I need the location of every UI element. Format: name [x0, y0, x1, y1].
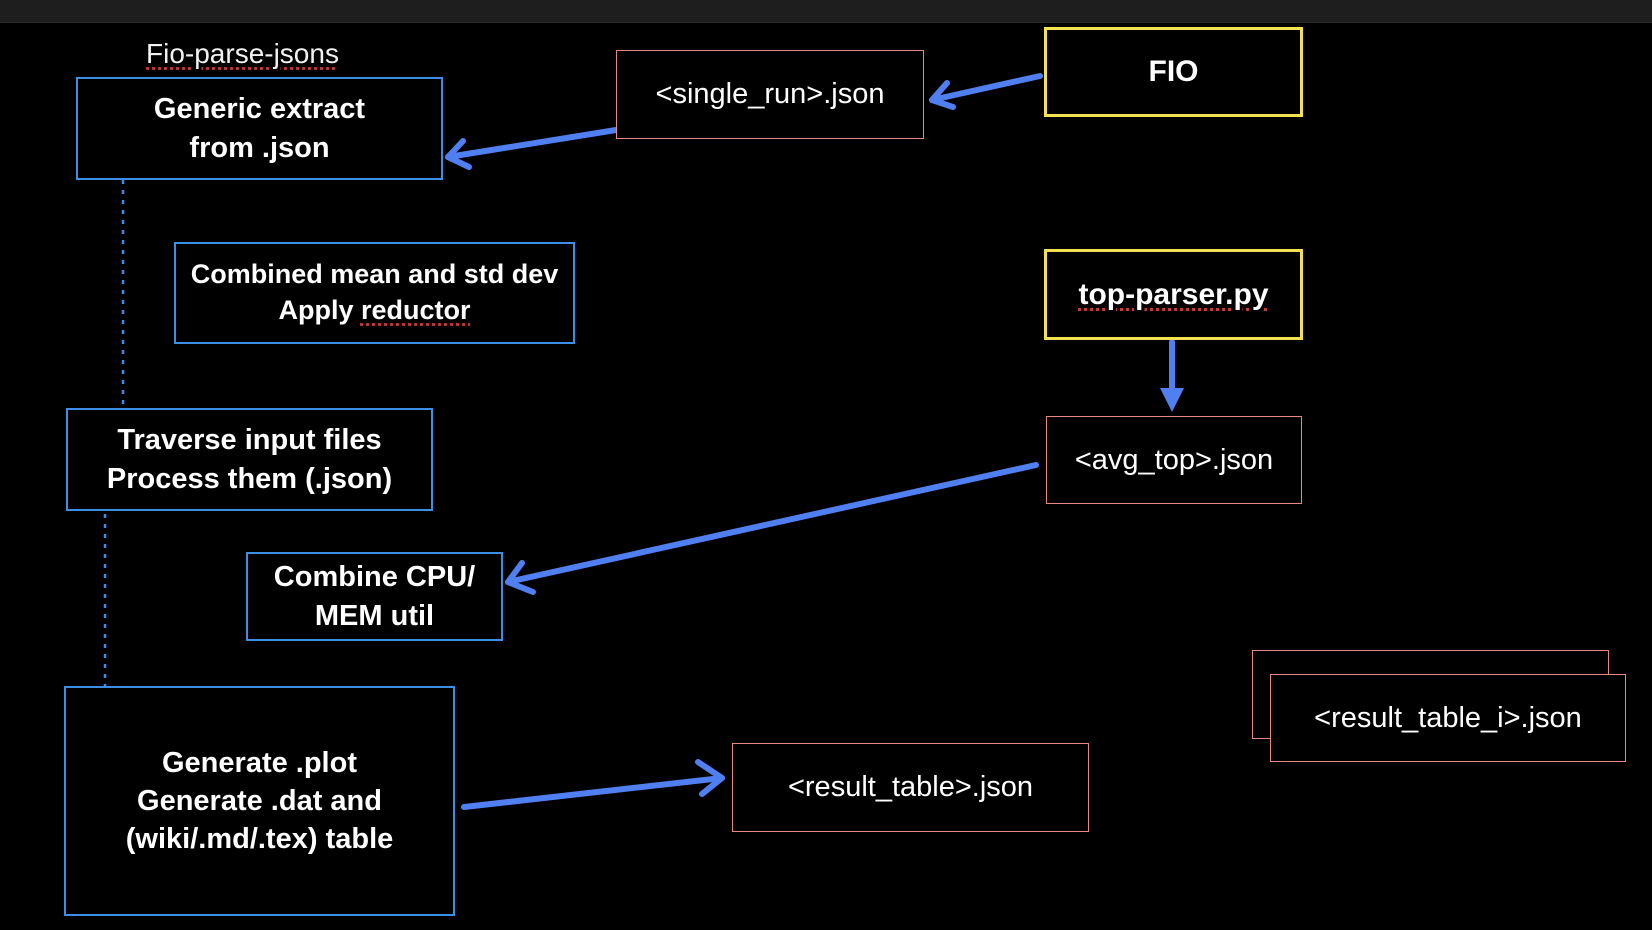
tool-fio: FIO	[1044, 27, 1303, 117]
diagram-title: Fio-parse-jsons	[146, 38, 339, 69]
node-generic-extract-line2: from .json	[189, 131, 330, 164]
node-combined-mean-line1: Combined mean and std dev	[190, 259, 559, 290]
file-single-run-label: <single_run>.json	[655, 78, 885, 111]
node-generic-extract: Generic extract from .json	[76, 77, 443, 180]
arrow-avg-top-to-combine-cpu	[505, 462, 1039, 595]
arrow-fio-to-single-run	[929, 73, 1043, 110]
file-avg-top-label: <avg_top>.json	[1074, 443, 1274, 476]
node-combine-cpu-line1: Combine CPU/	[273, 561, 476, 594]
arrowhead-top-parser-to-avg-top	[1160, 388, 1184, 412]
node-generate-output: Generate .plot Generate .dat and (wiki/.…	[64, 686, 455, 916]
node-traverse-line1: Traverse input files	[117, 424, 382, 457]
node-combine-cpu-line2: MEM util	[314, 599, 435, 632]
diagram-canvas: Fio-parse-jsons Generic extract from .js…	[0, 22, 1652, 930]
node-combined-mean: Combined mean and std dev Apply reductor	[174, 242, 575, 344]
node-traverse-input: Traverse input files Process them (.json…	[66, 408, 433, 511]
node-generate-line3: (wiki/.md/.tex) table	[125, 823, 394, 856]
node-generic-extract-line1: Generic extract	[153, 93, 366, 126]
node-combined-mean-line2: Apply reductor	[278, 295, 471, 325]
window-top-bar	[0, 0, 1652, 23]
file-single-run-json: <single_run>.json	[616, 50, 924, 139]
file-result-table-label: <result_table>.json	[787, 771, 1034, 804]
node-generate-line2: Generate .dat and	[137, 784, 382, 817]
file-avg-top-json: <avg_top>.json	[1046, 416, 1302, 504]
arrow-generate-to-result-table	[461, 759, 725, 810]
file-result-table-i-json: <result_table_i>.json	[1270, 674, 1626, 762]
file-result-table-json: <result_table>.json	[732, 743, 1089, 832]
diagram-connectors	[103, 73, 1184, 810]
tool-fio-label: FIO	[1148, 55, 1199, 89]
tool-top-parser-label: top-parser.py	[1078, 277, 1269, 311]
file-result-table-i-label: <result_table_i>.json	[1314, 701, 1582, 734]
tool-top-parser: top-parser.py	[1044, 249, 1303, 340]
arrow-single-run-to-generic-extract	[445, 127, 619, 170]
node-combine-cpu-mem: Combine CPU/ MEM util	[246, 552, 503, 641]
node-traverse-line2: Process them (.json)	[106, 462, 393, 495]
node-generate-line1: Generate .plot	[162, 746, 357, 779]
